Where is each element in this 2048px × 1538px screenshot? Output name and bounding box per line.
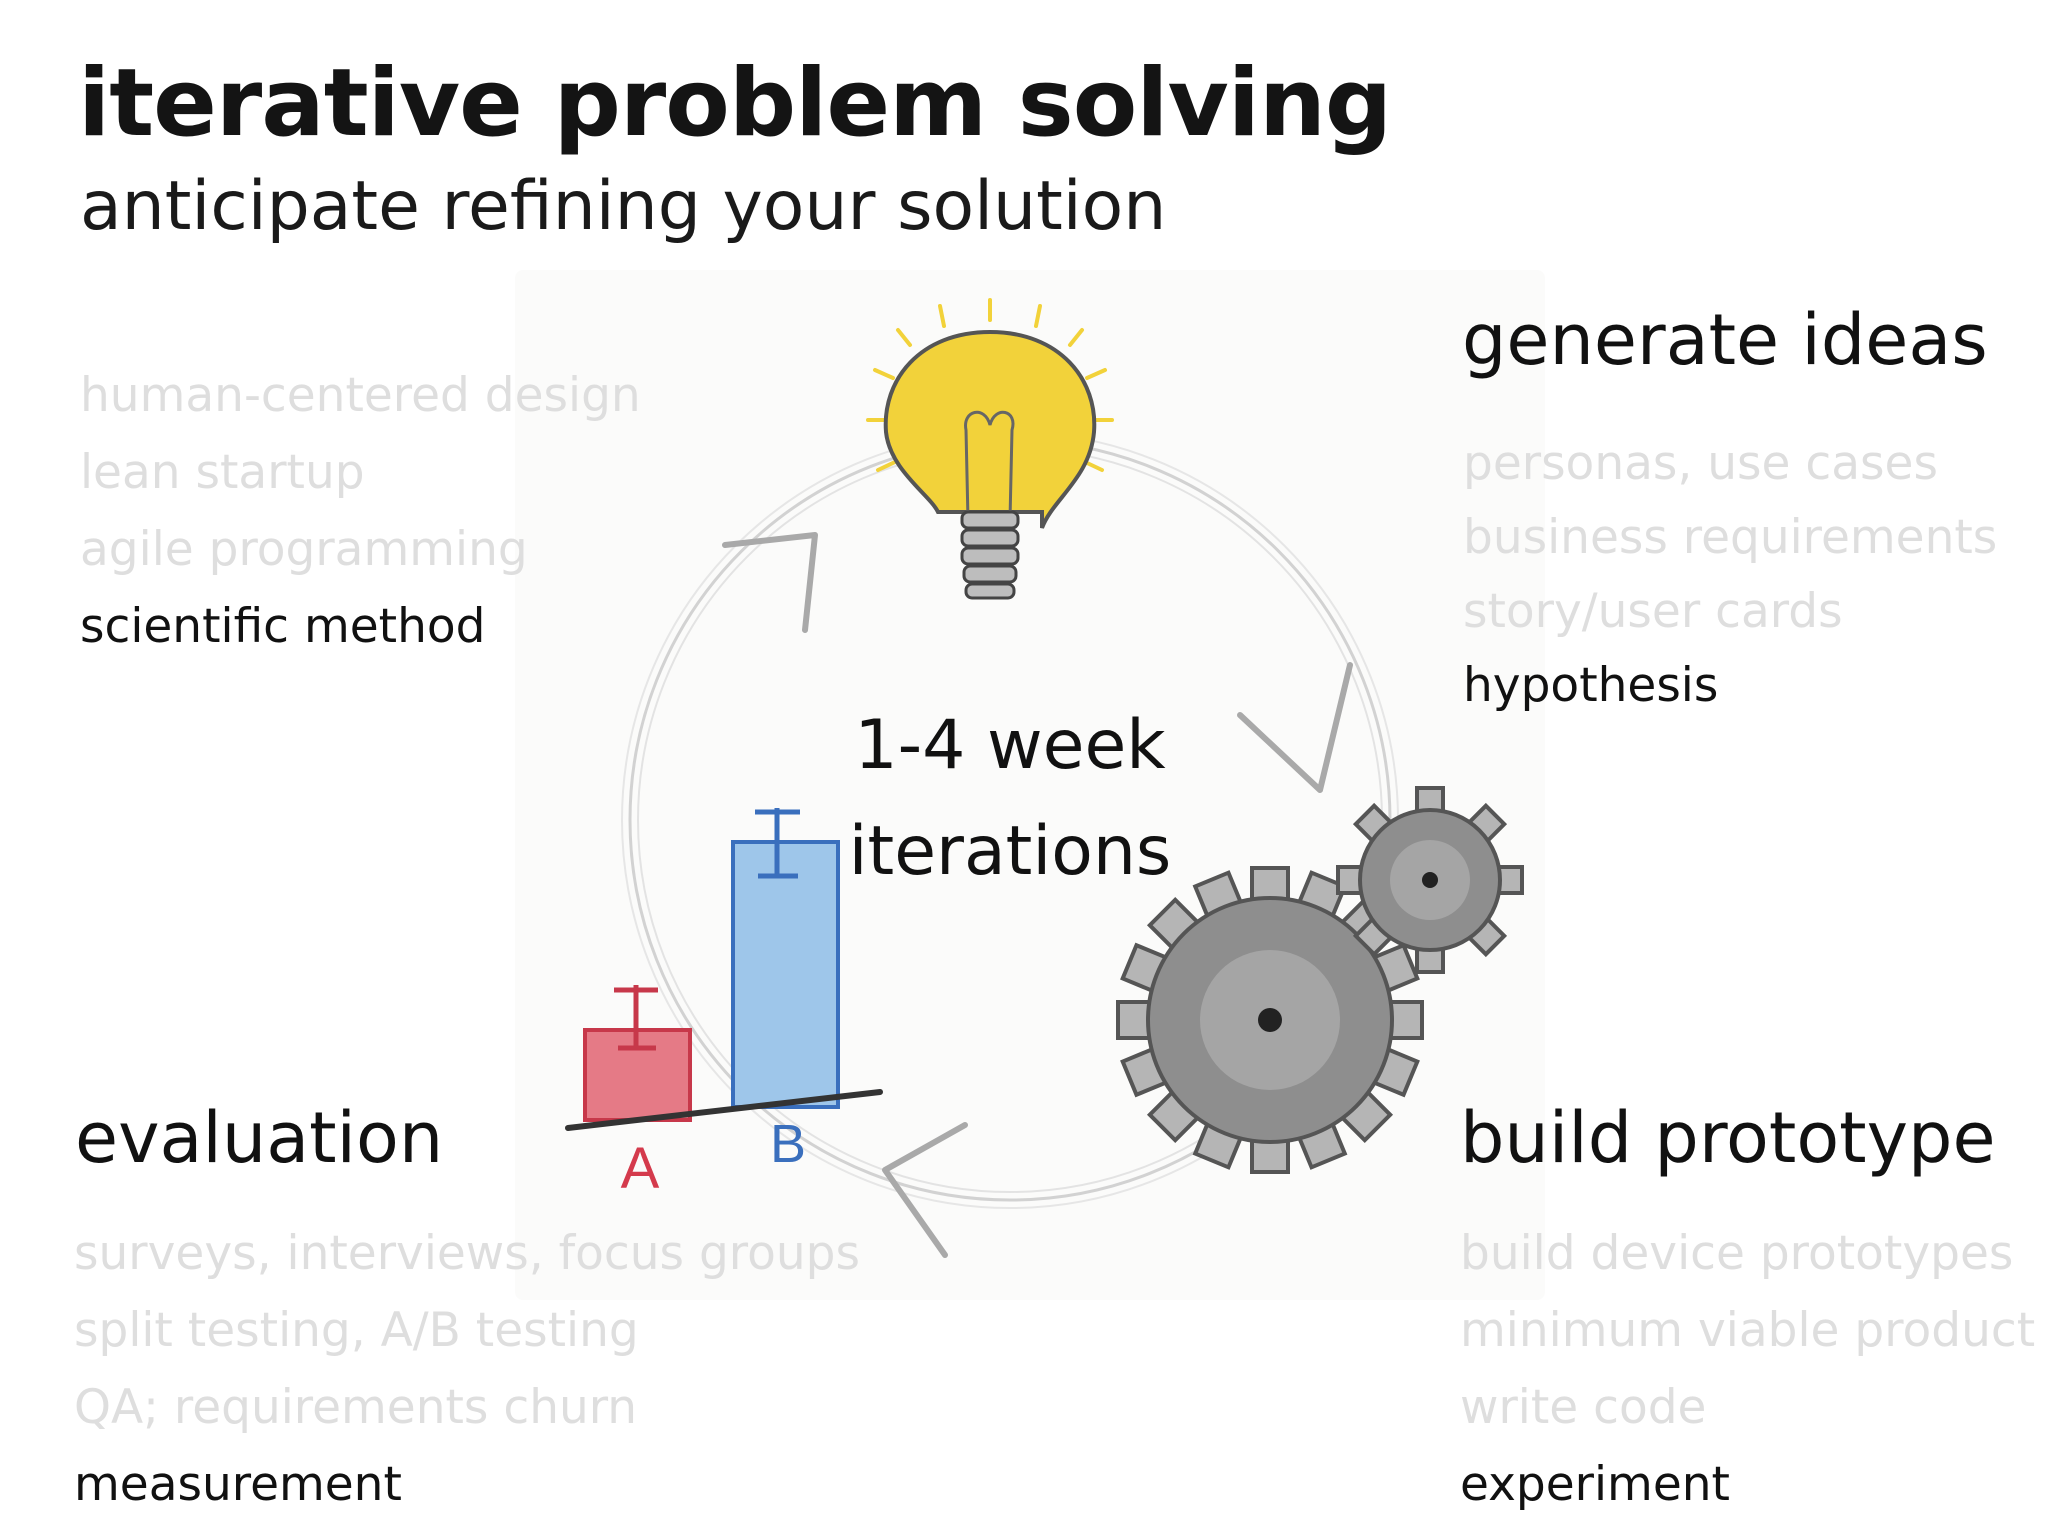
- bar-b-label: B: [770, 1114, 806, 1174]
- arrow-head-top-left: [722, 532, 818, 633]
- bar-a-label: A: [621, 1136, 660, 1201]
- list-item-highlight: scientific method: [80, 599, 486, 654]
- arrow-heads: [722, 532, 1353, 1258]
- list-item: write code: [1460, 1380, 1707, 1435]
- build-prototype-heading: build prototype: [1460, 1097, 1996, 1179]
- list-item: story/user cards: [1463, 584, 1843, 639]
- lightbulb-icon: [866, 298, 1114, 600]
- list-item: personas, use cases: [1463, 436, 1938, 491]
- small-gear-icon: [1336, 786, 1524, 974]
- generate-ideas-list: personas, use cases business requirement…: [1463, 440, 1997, 736]
- list-item-highlight: hypothesis: [1463, 658, 1719, 713]
- methodology-list: human-centered design lean startup agile…: [80, 372, 641, 680]
- arrow-head-bottom-left: [882, 1122, 968, 1258]
- list-item: QA; requirements churn: [74, 1380, 638, 1435]
- list-item: lean startup: [80, 445, 365, 500]
- evaluation-heading: evaluation: [75, 1097, 444, 1179]
- gears-icon: [1116, 786, 1524, 1174]
- page-title: iterative problem solving: [78, 49, 1392, 158]
- list-item-highlight: experiment: [1460, 1457, 1730, 1512]
- large-gear-icon: [1116, 866, 1424, 1174]
- list-item: split testing, A/B testing: [74, 1303, 639, 1358]
- list-item: minimum viable product: [1460, 1303, 2036, 1358]
- list-item: surveys, interviews, focus groups: [74, 1226, 860, 1281]
- bar-b: [731, 840, 840, 1109]
- ab-bar-chart-icon: [565, 808, 883, 1131]
- page-subtitle: anticipate refining your solution: [80, 167, 1167, 246]
- center-label-line1: 1-4 week: [854, 706, 1166, 785]
- list-item: agile programming: [80, 522, 528, 577]
- list-item: business requirements: [1463, 510, 1998, 565]
- arrow-head-right: [1237, 662, 1353, 793]
- generate-ideas-heading: generate ideas: [1462, 299, 1988, 381]
- build-prototype-list: build device prototypes minimum viable p…: [1460, 1230, 2035, 1538]
- list-item: build device prototypes: [1460, 1226, 2014, 1281]
- list-item: human-centered design: [80, 368, 641, 423]
- center-label-line2: iterations: [848, 812, 1172, 891]
- evaluation-list: surveys, interviews, focus groups split …: [74, 1230, 860, 1538]
- list-item-highlight: measurement: [74, 1457, 402, 1512]
